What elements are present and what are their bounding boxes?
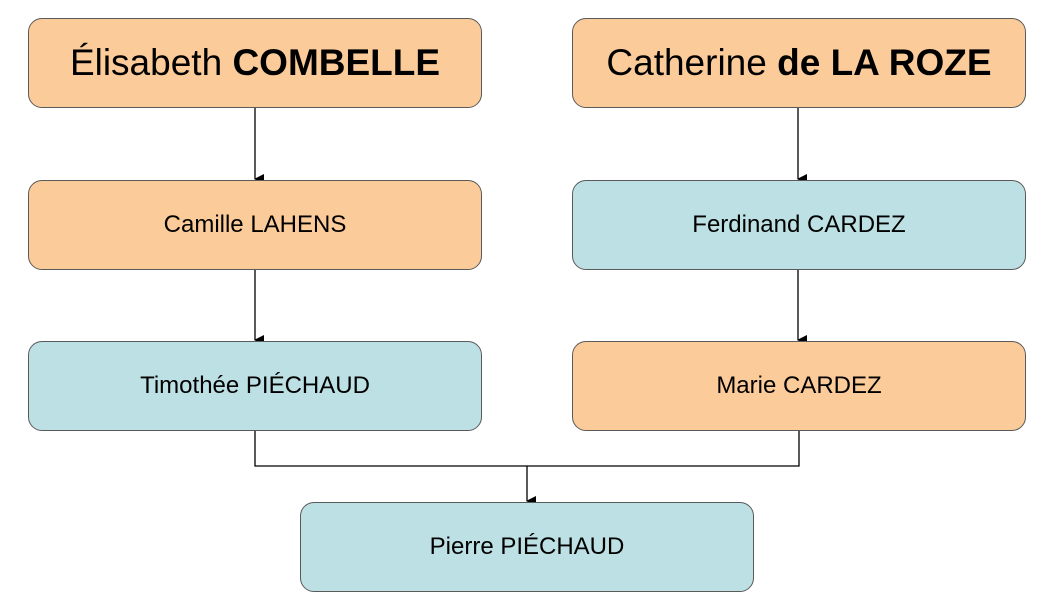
node-camille-lahens: Camille LAHENS (28, 180, 482, 270)
node-ferdinand-cardez: Ferdinand CARDEZ (572, 180, 1026, 270)
node-label: Timothée PIÉCHAUD (140, 372, 370, 399)
last-name: de LA ROZE (777, 42, 992, 83)
edge-parents-join (254, 431, 800, 467)
node-label: Camille LAHENS (163, 211, 347, 238)
node-catherine-de-la-roze: Catherine de LA ROZE (572, 18, 1026, 108)
first-name: Élisabeth (69, 42, 233, 83)
last-name: COMBELLE (232, 42, 441, 83)
node-label: Marie CARDEZ (716, 372, 882, 399)
node-label: Pierre PIÉCHAUD (429, 533, 625, 560)
node-pierre-piechaud: Pierre PIÉCHAUD (300, 502, 754, 592)
node-label: Ferdinand CARDEZ (692, 211, 906, 238)
first-name: Catherine (606, 42, 778, 83)
node-marie-cardez: Marie CARDEZ (572, 341, 1026, 431)
node-timothee-piechaud: Timothée PIÉCHAUD (28, 341, 482, 431)
node-elisabeth-combelle: Élisabeth COMBELLE (28, 18, 482, 108)
